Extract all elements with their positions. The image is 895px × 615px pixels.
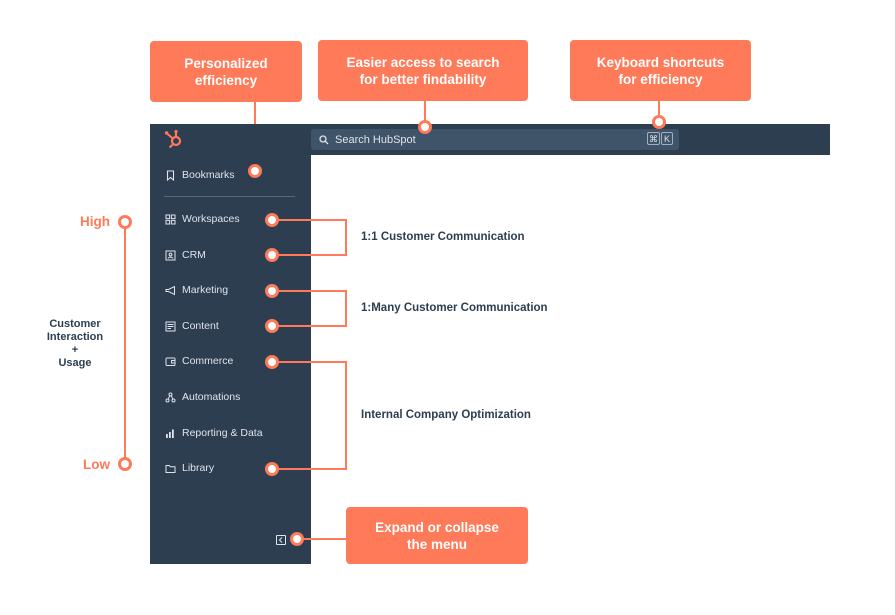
content-layout-icon [165, 321, 176, 331]
automation-nodes-icon [165, 392, 176, 402]
shortcut-key-k: K [661, 132, 673, 145]
hubspot-logo-icon[interactable] [164, 129, 184, 149]
callout-collapse-text: Expand or collapse the menu [375, 519, 499, 552]
sidebar-item-library[interactable]: Library [165, 459, 214, 477]
bracket-one-to-many-top [272, 290, 346, 292]
axis-label-low: Low [83, 457, 110, 472]
sidebar-item-bookmarks[interactable]: Bookmarks [165, 166, 235, 184]
sidebar-item-label: Automations [182, 391, 241, 403]
group-label-one-to-many: 1:Many Customer Communication [361, 302, 548, 314]
connector-shortcuts [658, 101, 660, 121]
search-icon [319, 134, 329, 144]
bracket-one-to-one-top [272, 219, 346, 221]
chevron-left-icon [278, 537, 283, 543]
dot-search [418, 120, 432, 134]
dot-commerce [265, 355, 279, 369]
axis-label-high: High [80, 214, 110, 229]
connector-search [424, 101, 426, 126]
sidebar-item-label: Library [182, 462, 215, 474]
shortcut-key-cmd: ⌘ [647, 132, 660, 145]
folder-icon [165, 464, 176, 473]
search-placeholder: Search HubSpot [335, 133, 416, 146]
group-label-one-to-one: 1:1 Customer Communication [361, 231, 525, 243]
wallet-icon [165, 357, 176, 366]
callout-search-text: Easier access to search for better finda… [346, 54, 500, 87]
bar-chart-icon [166, 429, 174, 438]
callout-shortcuts-text: Keyboard shortcuts for efficiency [596, 54, 725, 87]
callout-personalized-text: Personalized efficiency [184, 55, 268, 88]
sidebar-item-content[interactable]: Content [165, 317, 219, 335]
sidebar-item-label: Marketing [182, 284, 229, 296]
sidebar-item-label: Workspaces [182, 213, 240, 225]
dot-marketing [265, 284, 279, 298]
sidebar-item-marketing[interactable]: Marketing [165, 281, 228, 299]
dot-collapse [290, 532, 304, 546]
connector-collapse [297, 538, 346, 540]
grid-icon [165, 214, 176, 224]
sidebar-item-reporting-data[interactable]: Reporting & Data [165, 424, 263, 442]
sidebar-divider [164, 196, 295, 197]
bookmark-icon [166, 169, 175, 181]
sidebar-item-automations[interactable]: Automations [165, 388, 240, 406]
callout-expand-collapse: Expand or collapse the menu [346, 507, 528, 564]
dot-library [265, 462, 279, 476]
axis-title-text: Customer Interaction + Usage [46, 318, 104, 369]
content-area [311, 155, 830, 564]
dot-crm [265, 248, 279, 262]
group-label-internal: Internal Company Optimization [361, 409, 531, 421]
dot-personalized [248, 164, 262, 178]
sidebar-item-crm[interactable]: CRM [165, 246, 206, 264]
sidebar-item-label: Content [182, 320, 219, 332]
dot-axis-high [118, 215, 132, 229]
sidebar-item-label: Reporting & Data [182, 427, 263, 439]
callout-keyboard-shortcuts: Keyboard shortcuts for efficiency [570, 40, 751, 101]
sidebar-item-commerce[interactable]: Commerce [165, 352, 233, 370]
bracket-one-to-one-bottom [272, 254, 346, 256]
sidebar-item-label: Bookmarks [182, 169, 235, 181]
dot-shortcuts [652, 115, 666, 129]
contact-card-icon [165, 250, 176, 260]
bracket-one-to-many-bottom [272, 325, 346, 327]
bracket-one-to-many-vertical [345, 290, 347, 327]
megaphone-icon [165, 285, 175, 295]
callout-search-findability: Easier access to search for better finda… [318, 40, 528, 101]
sidebar-item-workspaces[interactable]: Workspaces [165, 210, 240, 228]
dot-workspaces [265, 213, 279, 227]
bracket-internal-vertical [345, 361, 347, 470]
dot-content [265, 319, 279, 333]
dot-axis-low [118, 457, 132, 471]
bracket-one-to-one-vertical [345, 219, 347, 256]
bracket-internal-bottom [272, 468, 346, 470]
sidebar-item-label: CRM [182, 249, 206, 261]
sidebar-item-label: Commerce [182, 355, 234, 367]
bracket-internal-top [272, 361, 346, 363]
axis-title: Customer Interaction + Usage [30, 318, 120, 370]
axis-line [124, 221, 126, 464]
sidebar [150, 155, 311, 564]
callout-personalized-efficiency: Personalized efficiency [150, 41, 302, 102]
collapse-menu-button[interactable] [276, 535, 286, 545]
search-bar[interactable]: Search HubSpot ⌘ K [311, 129, 679, 150]
